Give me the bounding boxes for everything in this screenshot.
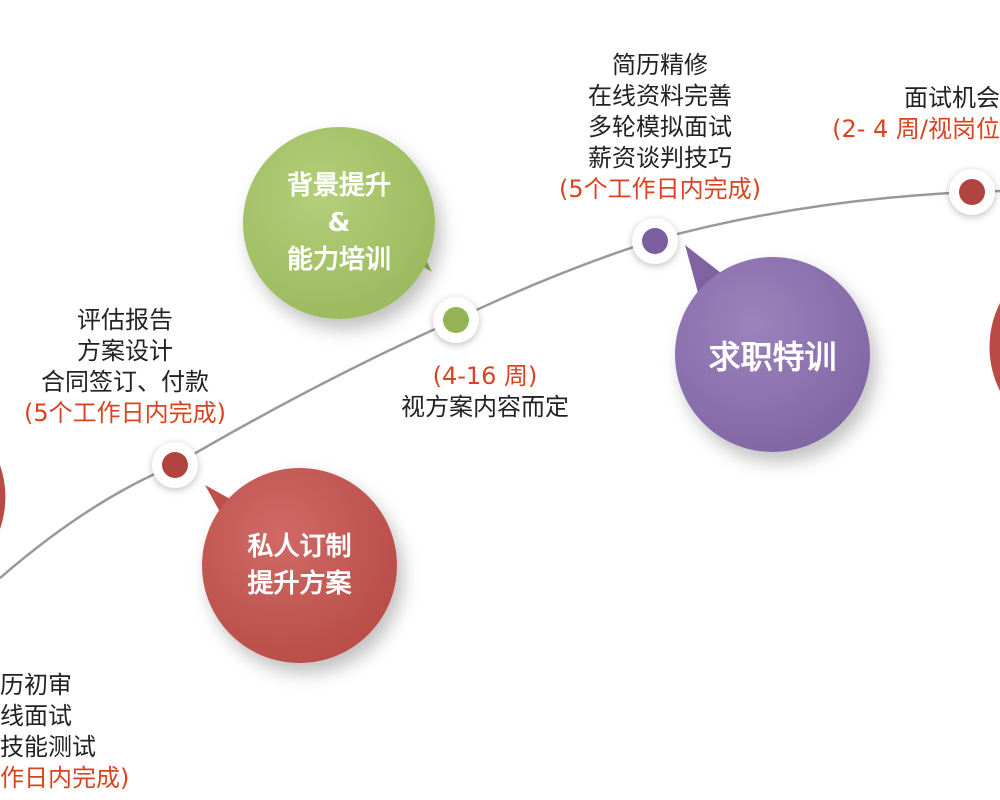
bubble-line: 求职特训 bbox=[708, 337, 837, 376]
stage4-line: 在线资料完善 bbox=[588, 82, 732, 110]
stage4-duration: (5个工作日内完成) bbox=[559, 175, 761, 203]
stage1-text: 历初审 线面试 技能测试 作日内完成) bbox=[0, 670, 129, 794]
stage5-line: 面试机会 bbox=[904, 84, 1000, 112]
stage2-line: 合同签订、付款 bbox=[41, 368, 209, 396]
stage4-line: 简历精修 bbox=[612, 51, 708, 79]
custom-plan-bubble: 私人订制 提升方案 bbox=[202, 468, 397, 663]
stage1-duration: 作日内完成) bbox=[0, 764, 130, 792]
milestone-node-4 bbox=[632, 218, 678, 264]
stage2-line: 方案设计 bbox=[77, 337, 173, 365]
stage2-duration: (5个工作日内完成) bbox=[24, 399, 226, 427]
job-training-bubble: 求职特训 bbox=[675, 257, 870, 452]
bubble-line: & bbox=[327, 207, 351, 238]
bubble-line: 私人订制 bbox=[247, 531, 352, 562]
left-partial-bubble bbox=[0, 465, 6, 529]
milestone-node-2 bbox=[152, 442, 198, 488]
stage3-duration: (4-16 周) bbox=[432, 362, 538, 390]
stage3-line: 视方案内容而定 bbox=[401, 393, 569, 421]
stage1-line: 线面试 bbox=[0, 702, 72, 730]
stage4-line: 多轮模拟面试 bbox=[588, 113, 732, 141]
bubble-line: 背景提升 bbox=[286, 170, 391, 201]
stage2-text: 评估报告 方案设计 合同签订、付款 (5个工作日内完成) bbox=[15, 305, 235, 429]
stage2-line: 评估报告 bbox=[77, 306, 173, 334]
stage5-duration: (2- 4 周/视岗位 bbox=[832, 115, 1000, 143]
stage1-line: 历初审 bbox=[0, 671, 72, 699]
milestone-node-3 bbox=[433, 297, 479, 343]
milestone-node-5 bbox=[949, 169, 995, 215]
bubble-line: 能力培训 bbox=[286, 244, 391, 275]
stage4-line: 薪资谈判技巧 bbox=[588, 144, 732, 172]
background-training-bubble: 背景提升 & 能力培训 bbox=[243, 127, 435, 319]
stage4-text: 简历精修 在线资料完善 多轮模拟面试 薪资谈判技巧 (5个工作日内完成) bbox=[545, 50, 775, 205]
stage5-text: 面试机会 (2- 4 周/视岗位 bbox=[832, 83, 1000, 145]
stage3-text: (4-16 周) 视方案内容而定 bbox=[375, 361, 595, 423]
right-partial-bubble bbox=[989, 303, 1000, 391]
bubble-line: 提升方案 bbox=[247, 568, 352, 599]
stage1-line: 技能测试 bbox=[0, 733, 96, 761]
